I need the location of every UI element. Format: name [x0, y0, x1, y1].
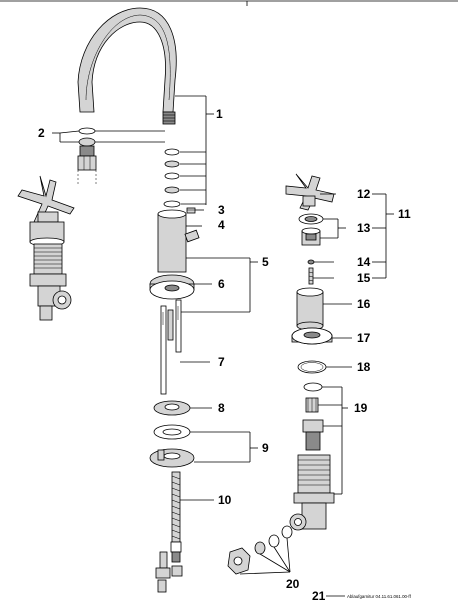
callout-3: 3 [218, 203, 225, 217]
leader-lines [52, 95, 394, 597]
callout-16: 16 [357, 297, 371, 311]
callout-6: 6 [218, 277, 225, 291]
callout-5: 5 [262, 255, 269, 269]
cross-handle-part [285, 173, 335, 211]
callout-2: 2 [38, 126, 45, 140]
footer: 21 Ablaufgarnitur 04.11.61.061.00-ff [312, 589, 412, 603]
spout-part [77, 7, 177, 125]
body-part [157, 209, 200, 273]
callout-19: 19 [354, 401, 368, 415]
valve-body-part [289, 454, 335, 531]
callout-18: 18 [357, 360, 371, 374]
rosette-part [291, 327, 333, 345]
connector-fittings-part [227, 525, 293, 575]
aerator-part [77, 127, 97, 186]
callout-14: 14 [357, 255, 371, 269]
supply-rods-part [160, 299, 182, 395]
seal-rings-stack [163, 148, 181, 208]
base-flange-part [149, 274, 195, 300]
o-ring-part [297, 360, 327, 374]
callout-12: 12 [357, 187, 371, 201]
spindle-part [308, 267, 314, 285]
callout-9: 9 [262, 441, 269, 455]
callout-labels: 1 2 3 4 5 6 7 8 9 10 11 12 13 14 15 16 1… [38, 107, 411, 591]
callout-15: 15 [357, 271, 371, 285]
callout-4: 4 [218, 218, 225, 232]
footer-caption: Ablaufgarnitur 04.11.61.061.00-ff [347, 594, 412, 599]
callout-11: 11 [398, 207, 411, 221]
mounting-plate-part [149, 424, 195, 468]
valve-cap-part [298, 213, 324, 246]
callout-1: 1 [216, 107, 223, 121]
threaded-rod-part [170, 471, 182, 563]
callout-20: 20 [286, 577, 300, 591]
callout-8: 8 [218, 401, 225, 415]
sleeve-part [296, 287, 324, 331]
lower-fittings [155, 551, 183, 593]
footer-number: 21 [312, 589, 326, 603]
washer-part [153, 400, 191, 416]
cartridge-part [302, 382, 324, 451]
callout-17: 17 [357, 331, 371, 345]
small-ring-part [307, 259, 315, 265]
callout-13: 13 [357, 221, 371, 235]
set-screw-part [186, 207, 196, 214]
callout-7: 7 [218, 355, 225, 369]
left-valve-assembly [17, 175, 75, 321]
callout-10: 10 [218, 493, 232, 507]
